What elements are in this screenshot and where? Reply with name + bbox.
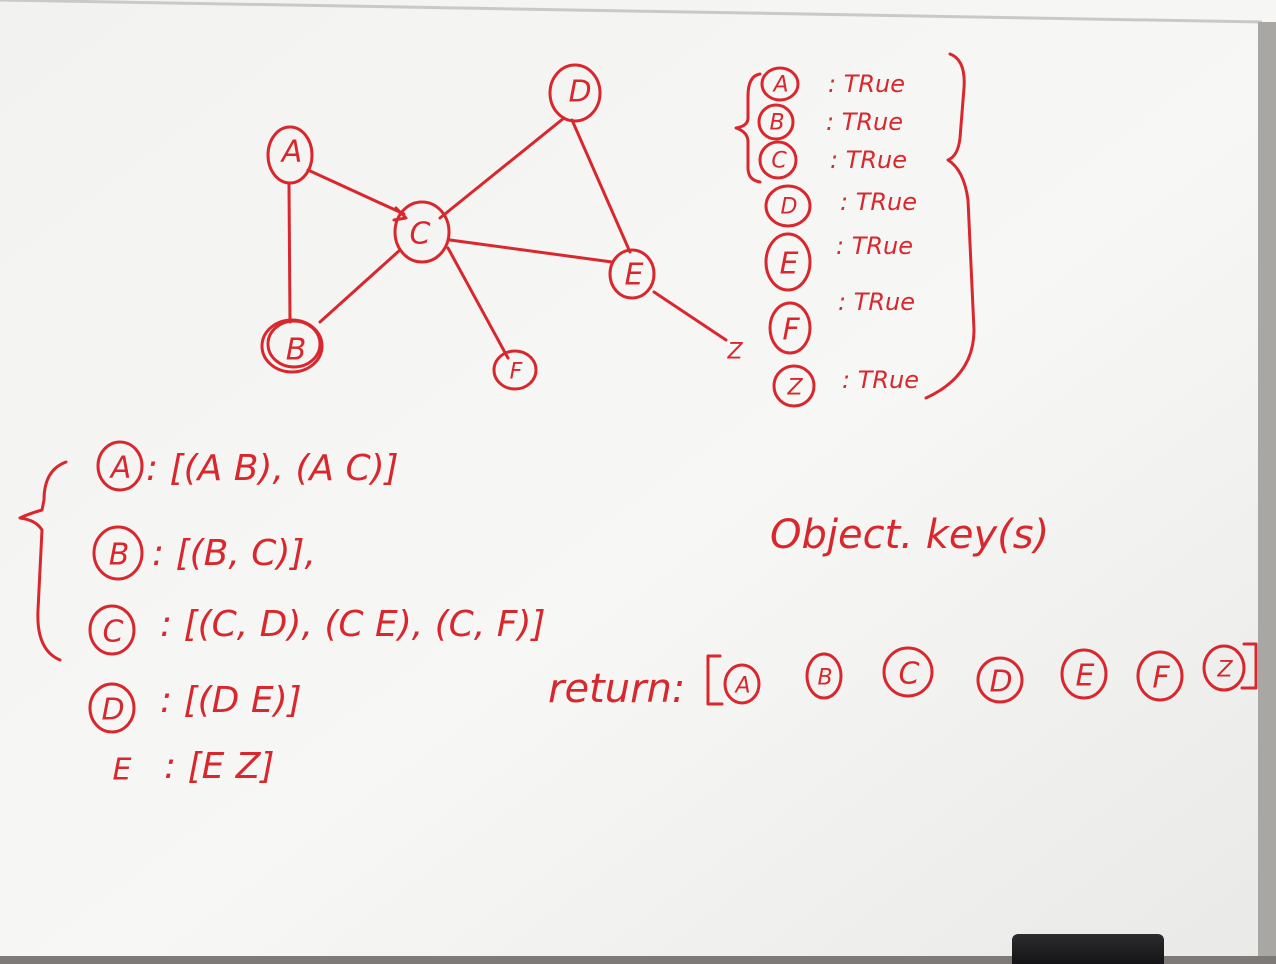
adj-e-list: : [E Z] xyxy=(164,746,275,787)
return-item-e: E xyxy=(1076,659,1095,694)
adj-b-circle xyxy=(92,525,144,581)
return-e-circle xyxy=(1060,648,1108,700)
edge-a-b xyxy=(287,183,292,324)
visited-right-brace xyxy=(924,52,976,400)
edge-c-e xyxy=(448,238,614,264)
adj-e-label: E xyxy=(113,753,132,788)
whiteboard-eraser xyxy=(1012,934,1164,964)
visited-z-circle xyxy=(772,364,816,408)
edge-b-c xyxy=(318,248,402,324)
visited-a-value: : TRue xyxy=(828,70,905,98)
visited-b-value: : TRue xyxy=(826,108,903,136)
node-c-label: C xyxy=(410,217,431,252)
visited-f-label: F xyxy=(782,313,800,348)
adj-d-circle xyxy=(88,682,136,734)
adj-a-label: A xyxy=(109,451,132,486)
adjacency-left-brace xyxy=(18,460,68,662)
edge-c-f xyxy=(446,246,510,360)
visited-b-circle xyxy=(757,103,795,141)
node-e-circle xyxy=(608,248,656,300)
edge-c-d xyxy=(438,116,566,220)
adj-d-list: : [(D E)] xyxy=(160,680,302,721)
visited-e-label: E xyxy=(780,247,799,282)
return-item-d: D xyxy=(989,665,1012,700)
adj-b-label: B xyxy=(109,538,130,573)
return-z-circle xyxy=(1202,644,1246,692)
return-f-circle xyxy=(1136,650,1184,702)
visited-z-label: Z xyxy=(786,376,803,401)
adj-c-label: C xyxy=(103,615,124,650)
board-right-frame xyxy=(1258,22,1276,956)
return-item-b: B xyxy=(817,666,832,691)
return-line: return: A B C D E F Z xyxy=(548,642,1258,712)
node-e-label: E xyxy=(625,258,644,293)
adj-a-list: : [(A B), (A C)] xyxy=(146,448,399,489)
graph-diagram: A B C D E F Z xyxy=(260,63,743,391)
visited-d-label: D xyxy=(781,195,798,220)
return-item-a: A xyxy=(733,674,750,699)
node-a-circle xyxy=(266,125,314,185)
adj-d-label: D xyxy=(101,693,124,728)
adjacency-list: A B C D E : [(A B), (A C)] : [(B, C)], :… xyxy=(18,440,546,788)
visited-e-value: : TRue xyxy=(836,232,913,260)
visited-z-value: : TRue xyxy=(842,366,919,394)
node-d-circle xyxy=(548,63,602,123)
node-z-label: Z xyxy=(726,340,743,365)
return-a-circle xyxy=(723,663,761,705)
node-f-label: F xyxy=(510,360,523,385)
node-c-circle xyxy=(393,200,451,264)
edge-d-e xyxy=(570,118,632,254)
visited-b-label: B xyxy=(769,111,784,136)
visited-c-label: C xyxy=(771,149,787,174)
edge-e-z xyxy=(652,290,728,342)
visited-a-circle xyxy=(760,66,800,102)
visited-list: A B C D E F Z : TRue : TRue : TRue : TRu… xyxy=(734,52,976,408)
node-f-circle xyxy=(492,349,538,391)
node-a-label: A xyxy=(280,135,303,170)
return-close-bracket xyxy=(1240,642,1258,690)
visited-c-circle xyxy=(758,140,798,180)
return-d-circle xyxy=(976,656,1024,704)
return-item-c: C xyxy=(899,657,920,692)
adj-c-list: : [(C, D), (C E), (C, F)] xyxy=(160,604,546,645)
node-b-label: B xyxy=(286,333,307,368)
edge-a-c xyxy=(306,168,406,216)
return-c-circle xyxy=(882,646,934,698)
object-keys-note: Object. key(s) xyxy=(770,512,1049,558)
visited-d-value: : TRue xyxy=(840,188,917,216)
visited-e-circle xyxy=(764,232,812,292)
adj-b-list: : [(B, C)], xyxy=(152,533,316,574)
visited-left-brace xyxy=(734,72,762,184)
board-top-edge xyxy=(0,0,1263,24)
visited-f-circle xyxy=(768,301,812,355)
return-b-circle xyxy=(805,652,843,700)
adj-c-circle xyxy=(88,604,136,656)
node-d-label: D xyxy=(568,75,591,110)
visited-f-value: : TRue xyxy=(838,288,915,316)
node-b-circle-inner xyxy=(266,319,322,369)
visited-d-circle xyxy=(764,184,812,228)
visited-a-label: A xyxy=(771,73,788,98)
return-item-z: Z xyxy=(1216,658,1233,683)
adj-a-circle xyxy=(96,440,144,492)
visited-c-value: : TRue xyxy=(830,146,907,174)
return-open-bracket xyxy=(706,654,724,706)
return-label: return: xyxy=(548,666,685,712)
return-item-f: F xyxy=(1152,661,1170,696)
